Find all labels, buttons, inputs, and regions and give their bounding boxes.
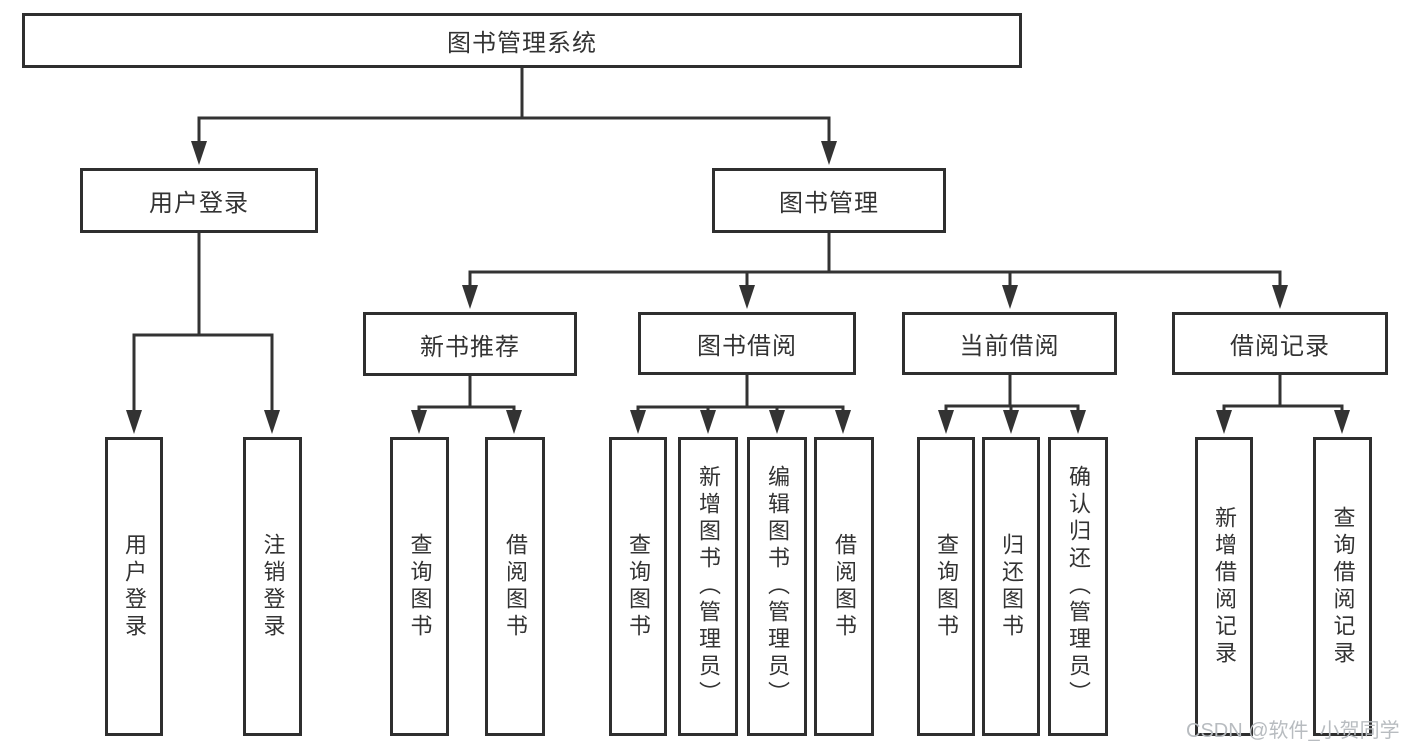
leaf-add-books-admin: 新增图书（管理员） [678, 437, 738, 736]
leaf-return-books: 归还图书 [982, 437, 1040, 736]
node-new-book-recommend: 新书推荐 [363, 312, 577, 376]
leaf-query-borrow-record: 查询借阅记录 [1313, 437, 1372, 736]
leaf-edit-books-admin: 编辑图书（管理员） [747, 437, 807, 736]
arrowheads [126, 141, 1350, 434]
node-label: 借阅图书 [503, 532, 528, 641]
leaf-borrow-books: 借阅图书 [814, 437, 874, 736]
watermark: CSDN @软件_小贺同学 [1186, 720, 1400, 742]
leaf-borrow-books-recommend: 借阅图书 [485, 437, 545, 736]
node-label: 新增图书（管理员） [696, 465, 721, 708]
node-user-login: 用户登录 [80, 168, 318, 233]
node-label: 借阅记录 [1230, 333, 1330, 360]
node-label: 归还图书 [999, 532, 1024, 641]
leaf-add-borrow-record: 新增借阅记录 [1195, 437, 1253, 736]
node-label: 用户登录 [122, 532, 147, 641]
node-label: 编辑图书（管理员） [765, 465, 790, 708]
node-label: 确认归还（管理员） [1066, 465, 1091, 708]
node-library-management-system: 图书管理系统 [22, 13, 1022, 68]
leaf-logout: 注销登录 [243, 437, 302, 736]
node-label: 查询图书 [626, 532, 651, 641]
node-label: 图书管理系统 [447, 30, 597, 57]
leaf-user-login: 用户登录 [105, 437, 163, 736]
node-label: 图书借阅 [697, 333, 797, 360]
node-label: 注销登录 [260, 532, 286, 641]
node-label: 查询借阅记录 [1330, 505, 1356, 668]
node-label: 用户登录 [149, 190, 249, 217]
node-label: 图书管理 [779, 190, 879, 217]
node-current-borrowing: 当前借阅 [902, 312, 1117, 375]
node-label: 当前借阅 [959, 333, 1060, 360]
node-book-management: 图书管理 [712, 168, 946, 233]
leaf-query-books-current: 查询图书 [917, 437, 975, 736]
node-label: 查询图书 [934, 532, 959, 641]
node-label: 新书推荐 [420, 333, 520, 361]
node-label: 查询图书 [407, 532, 433, 641]
node-book-borrowing: 图书借阅 [638, 312, 856, 375]
node-label: 借阅图书 [832, 532, 857, 641]
leaf-confirm-return-admin: 确认归还（管理员） [1048, 437, 1108, 736]
node-label: 新增借阅记录 [1212, 505, 1237, 668]
leaf-query-books-recommend: 查询图书 [390, 437, 449, 736]
leaf-query-books-borrowing: 查询图书 [609, 437, 667, 736]
node-borrowing-records: 借阅记录 [1172, 312, 1388, 375]
